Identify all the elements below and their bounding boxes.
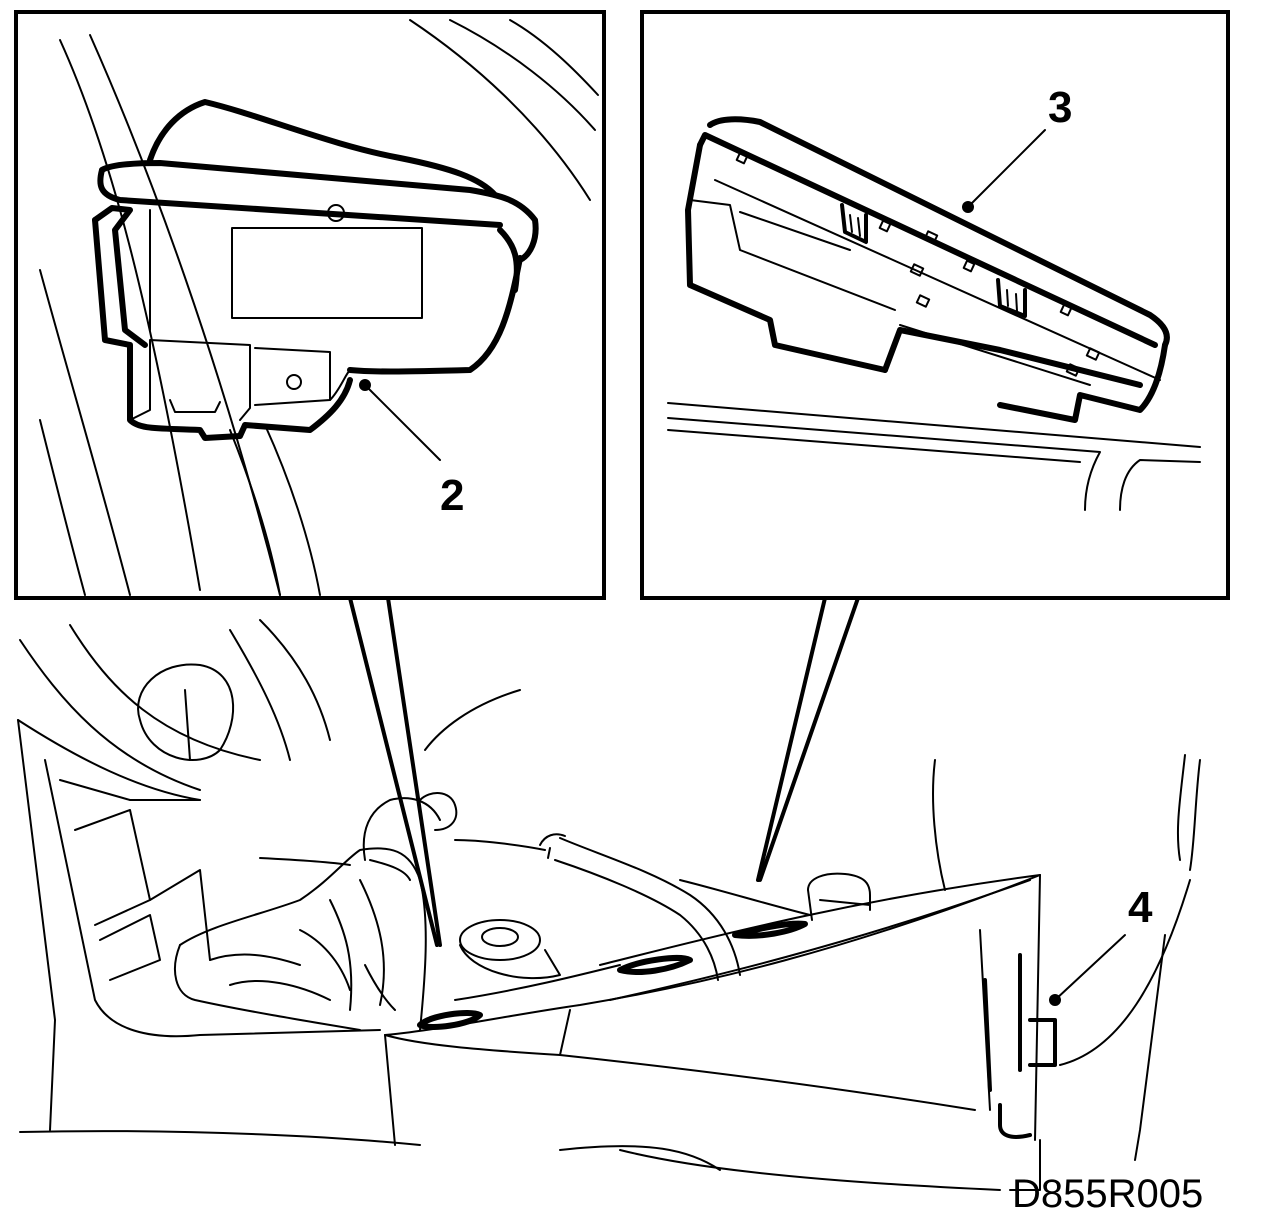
- drawing-reference: D855R005: [1009, 1139, 1203, 1216]
- callout-leader-3: [967, 129, 1046, 208]
- callout-2: 2: [440, 471, 464, 520]
- detail-box-switch-3: 3: [640, 10, 1230, 600]
- callout-leader-2: [364, 384, 441, 461]
- center-console-illustration: [17, 619, 1201, 1191]
- callout-group-4: 4: [1049, 883, 1166, 1161]
- drawing-ref-number: D855R005: [1012, 1172, 1203, 1216]
- callout-4: 4: [1128, 883, 1153, 932]
- callout-leader-4: [1054, 934, 1126, 1001]
- detail-box-switch-2: 2: [14, 10, 606, 600]
- callout-3: 3: [1048, 83, 1072, 132]
- detail-leader-lines: [348, 596, 860, 947]
